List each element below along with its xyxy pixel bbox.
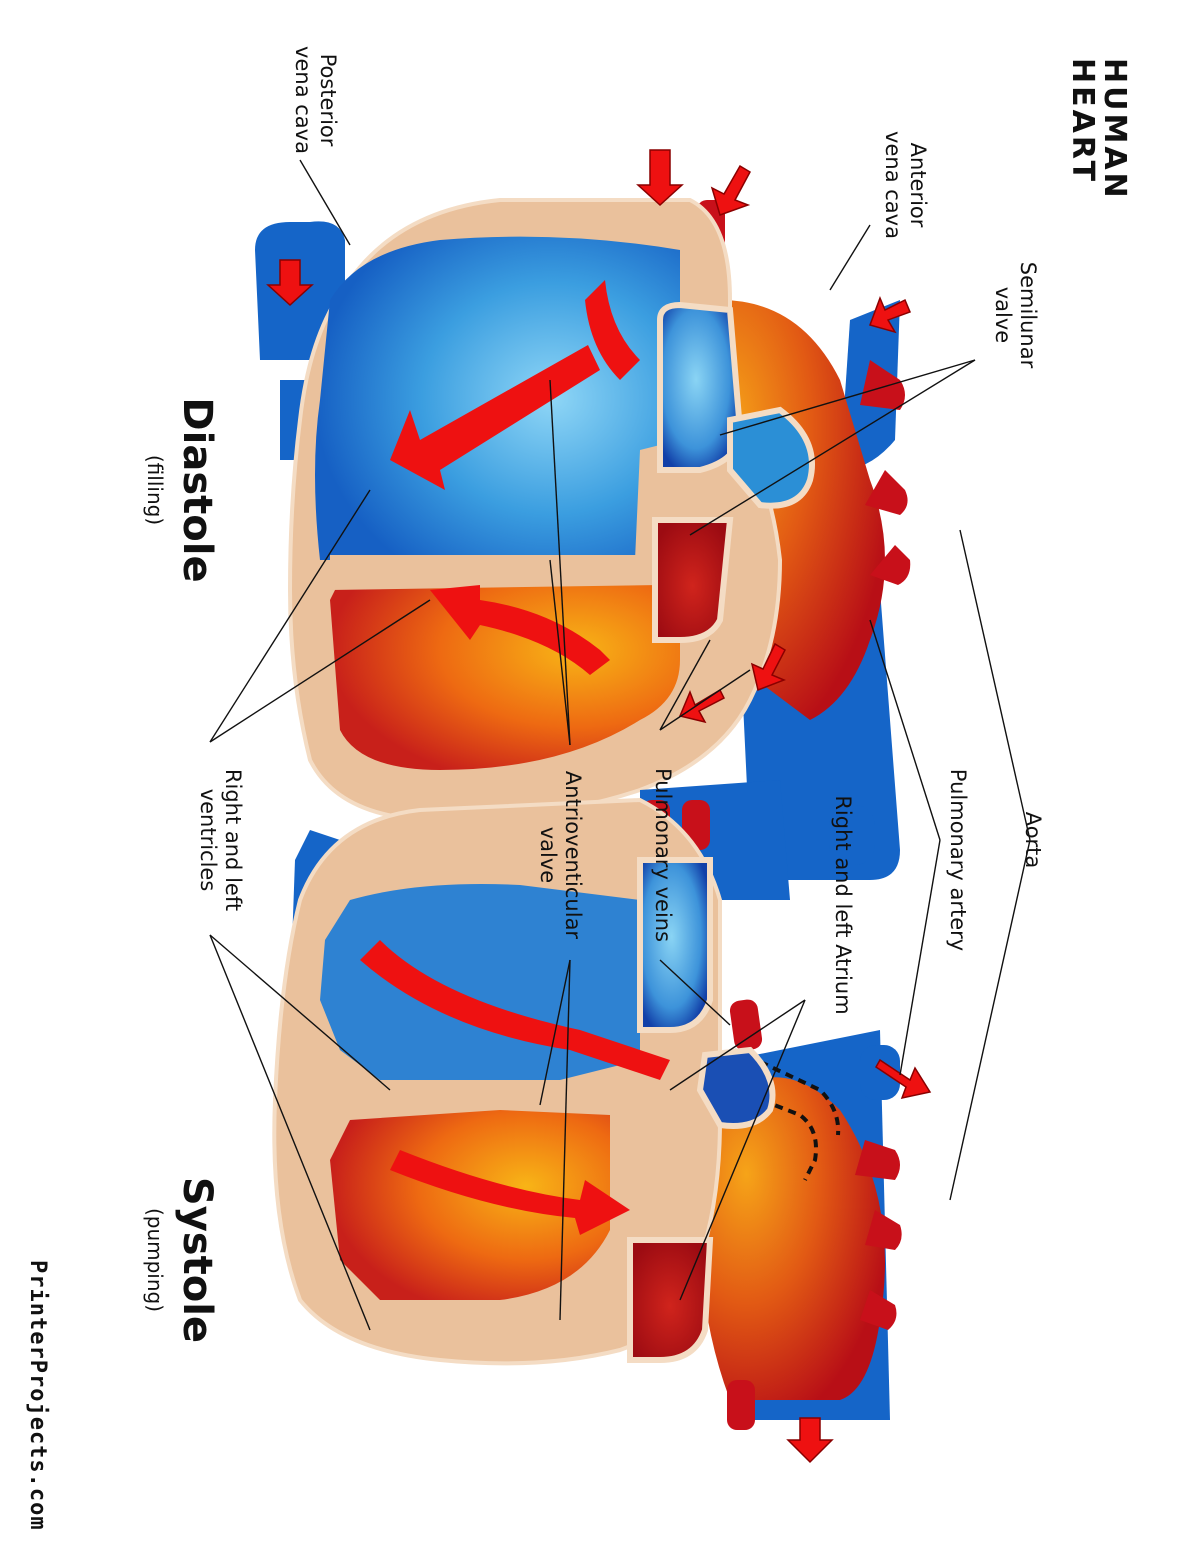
diastole-septum — [330, 555, 660, 590]
leader-aorta-2 — [949, 839, 1031, 1201]
diagram-title: HUMAN HEART — [1065, 58, 1132, 201]
leader-pulmonary-veins-1 — [659, 669, 751, 731]
diastole-flow-arrow-right-main — [390, 345, 600, 490]
label-anterior-vena-cava: Anterior vena cava — [880, 120, 930, 250]
label-semilunar-line-1: Semilunar — [1016, 261, 1040, 369]
aorta-branch-1 — [860, 360, 905, 410]
label-semilunar-valve: Semilunar valve — [990, 255, 1040, 375]
diastole-inflow-arrow-5 — [750, 642, 787, 692]
systole-pulmonary-vein-2 — [727, 1380, 755, 1430]
label-posterior-line-2: vena cava — [291, 46, 315, 154]
label-ventricles-line-1: Right and left — [221, 768, 245, 912]
title-line-1: HUMAN — [1097, 58, 1132, 201]
leader-pulmonary-veins-3 — [659, 959, 731, 1026]
diastole-semilunar-valve — [727, 406, 815, 509]
label-aorta: Aorta — [1021, 811, 1045, 869]
systole-outflow-arrow-1 — [875, 1058, 932, 1100]
leader-ventricles-1 — [209, 489, 371, 743]
label-atrium: Right and left Atrium — [831, 795, 855, 1015]
aortic-ejection-path-2 — [734, 1048, 841, 1136]
aorta-branch-2 — [865, 470, 908, 515]
label-pulmonary-veins: Pulmonary veins — [651, 767, 675, 943]
systole-flow-arrow-right — [360, 940, 670, 1080]
systole-pulmonary-vein-1 — [729, 999, 763, 1051]
leader-pulmonary-artery-2 — [899, 839, 941, 1076]
label-av-line-1: Antrioventicular — [561, 770, 585, 940]
systole-semilunar-valve — [696, 1046, 776, 1129]
label-av-line-2: valve — [536, 826, 560, 884]
label-ventricles-line-2: ventricles — [196, 788, 220, 892]
leader-semilunar-1 — [719, 359, 976, 436]
leader-anterior-vena-cava — [829, 224, 871, 291]
leader-pulmonary-artery-1 — [869, 619, 941, 841]
diastole-inflow-arrow-2 — [710, 164, 751, 216]
label-av-valve: Antrioventicular valve — [535, 755, 585, 955]
label-anterior-line-1: Anterior — [906, 142, 930, 228]
credit-text: PrinterProjects.com — [25, 1260, 50, 1531]
label-ventricles: Right and left ventricles — [195, 755, 245, 925]
aorta-branch-3 — [870, 545, 911, 585]
leader-atrium-1 — [669, 999, 806, 1091]
label-anterior-line-2: vena cava — [881, 131, 905, 239]
title-line-2: HEART — [1065, 58, 1100, 185]
aortic-ejection-path — [709, 1078, 818, 1181]
systole-outflow-arrow-2 — [786, 1417, 834, 1464]
pulmonary-artery-stub — [829, 805, 875, 865]
phase-diastole-name: Diastole — [174, 397, 220, 583]
leader-ventricles-2 — [209, 599, 431, 743]
label-posterior-line-1: Posterior — [316, 53, 340, 147]
leader-av-valve-1 — [549, 379, 571, 746]
diastole-left-atrium — [652, 517, 734, 643]
label-pulmonary-artery: Pulmonary artery — [946, 768, 970, 952]
leader-av-valve-4 — [559, 959, 571, 1321]
leader-atrium-2 — [679, 999, 806, 1301]
diastole-inflow-arrow-1 — [636, 149, 684, 207]
systole-aorta-branch-1 — [855, 1140, 900, 1180]
leader-ventricles-4 — [209, 934, 371, 1331]
systole-heart — [272, 780, 932, 1464]
leader-posterior-vena-cava — [299, 159, 351, 246]
diastole-inflow-arrow-3 — [266, 259, 314, 307]
leader-av-valve-3 — [539, 959, 571, 1106]
systole-left-atrium — [627, 1237, 714, 1363]
leader-ventricles-3 — [209, 934, 391, 1091]
leader-aorta-1 — [959, 529, 1031, 841]
diastole-left-ventricle — [330, 570, 680, 770]
leader-lines — [209, 159, 1031, 1331]
label-posterior-vena-cava: Posterior vena cava — [290, 30, 340, 170]
diastole-flow-arrow-right — [585, 280, 640, 380]
systole-right-atrium — [637, 857, 713, 1033]
systole-flow-arrow-left — [390, 1150, 630, 1235]
diastole-inflow-arrow-6 — [678, 688, 726, 724]
systole-aorta-branch-2 — [865, 1210, 902, 1250]
label-semilunar-line-2: valve — [991, 286, 1015, 344]
systole-aorta-vessel — [700, 1077, 885, 1400]
leader-av-valve-2 — [549, 559, 571, 746]
systole-pulmonary-artery-stub — [860, 1045, 900, 1100]
diastole-inflow-arrow-4 — [869, 295, 911, 334]
leader-semilunar-2 — [689, 359, 976, 536]
phase-systole-desc: (pumping) — [143, 1207, 167, 1313]
leader-pulmonary-veins-2 — [659, 639, 711, 731]
systole-aorta-branch-3 — [860, 1290, 897, 1330]
phase-systole-name: Systole — [174, 1176, 220, 1344]
phase-diastole-desc: (filling) — [143, 454, 167, 526]
